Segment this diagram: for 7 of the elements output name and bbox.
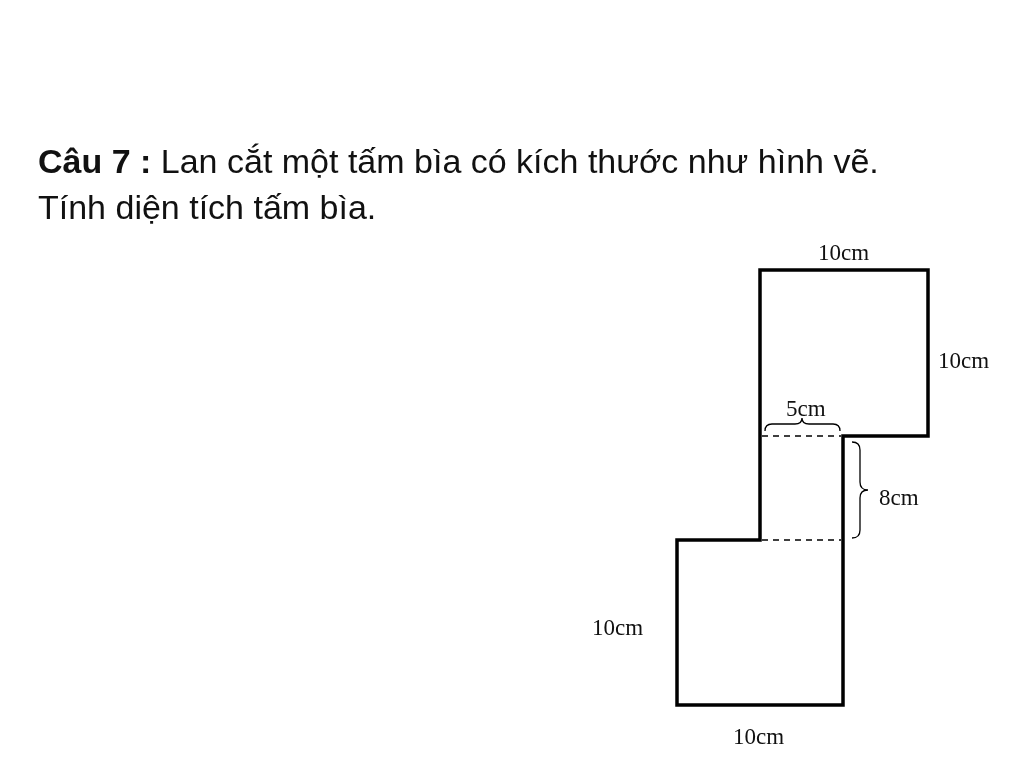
question-text: Câu 7 : Lan cắt một tấm bìa có kích thước như hình vẽ. Tính diện tích tấm bìa. (38, 141, 880, 228)
dimension-label: 8cm (879, 485, 919, 511)
dimension-label: 10cm (733, 724, 785, 750)
dimension-label: 10cm (818, 240, 870, 266)
dimension-label: 10cm (938, 348, 990, 374)
dimension-label: 10cm (592, 615, 644, 641)
dimension-label: 5cm (786, 396, 826, 422)
